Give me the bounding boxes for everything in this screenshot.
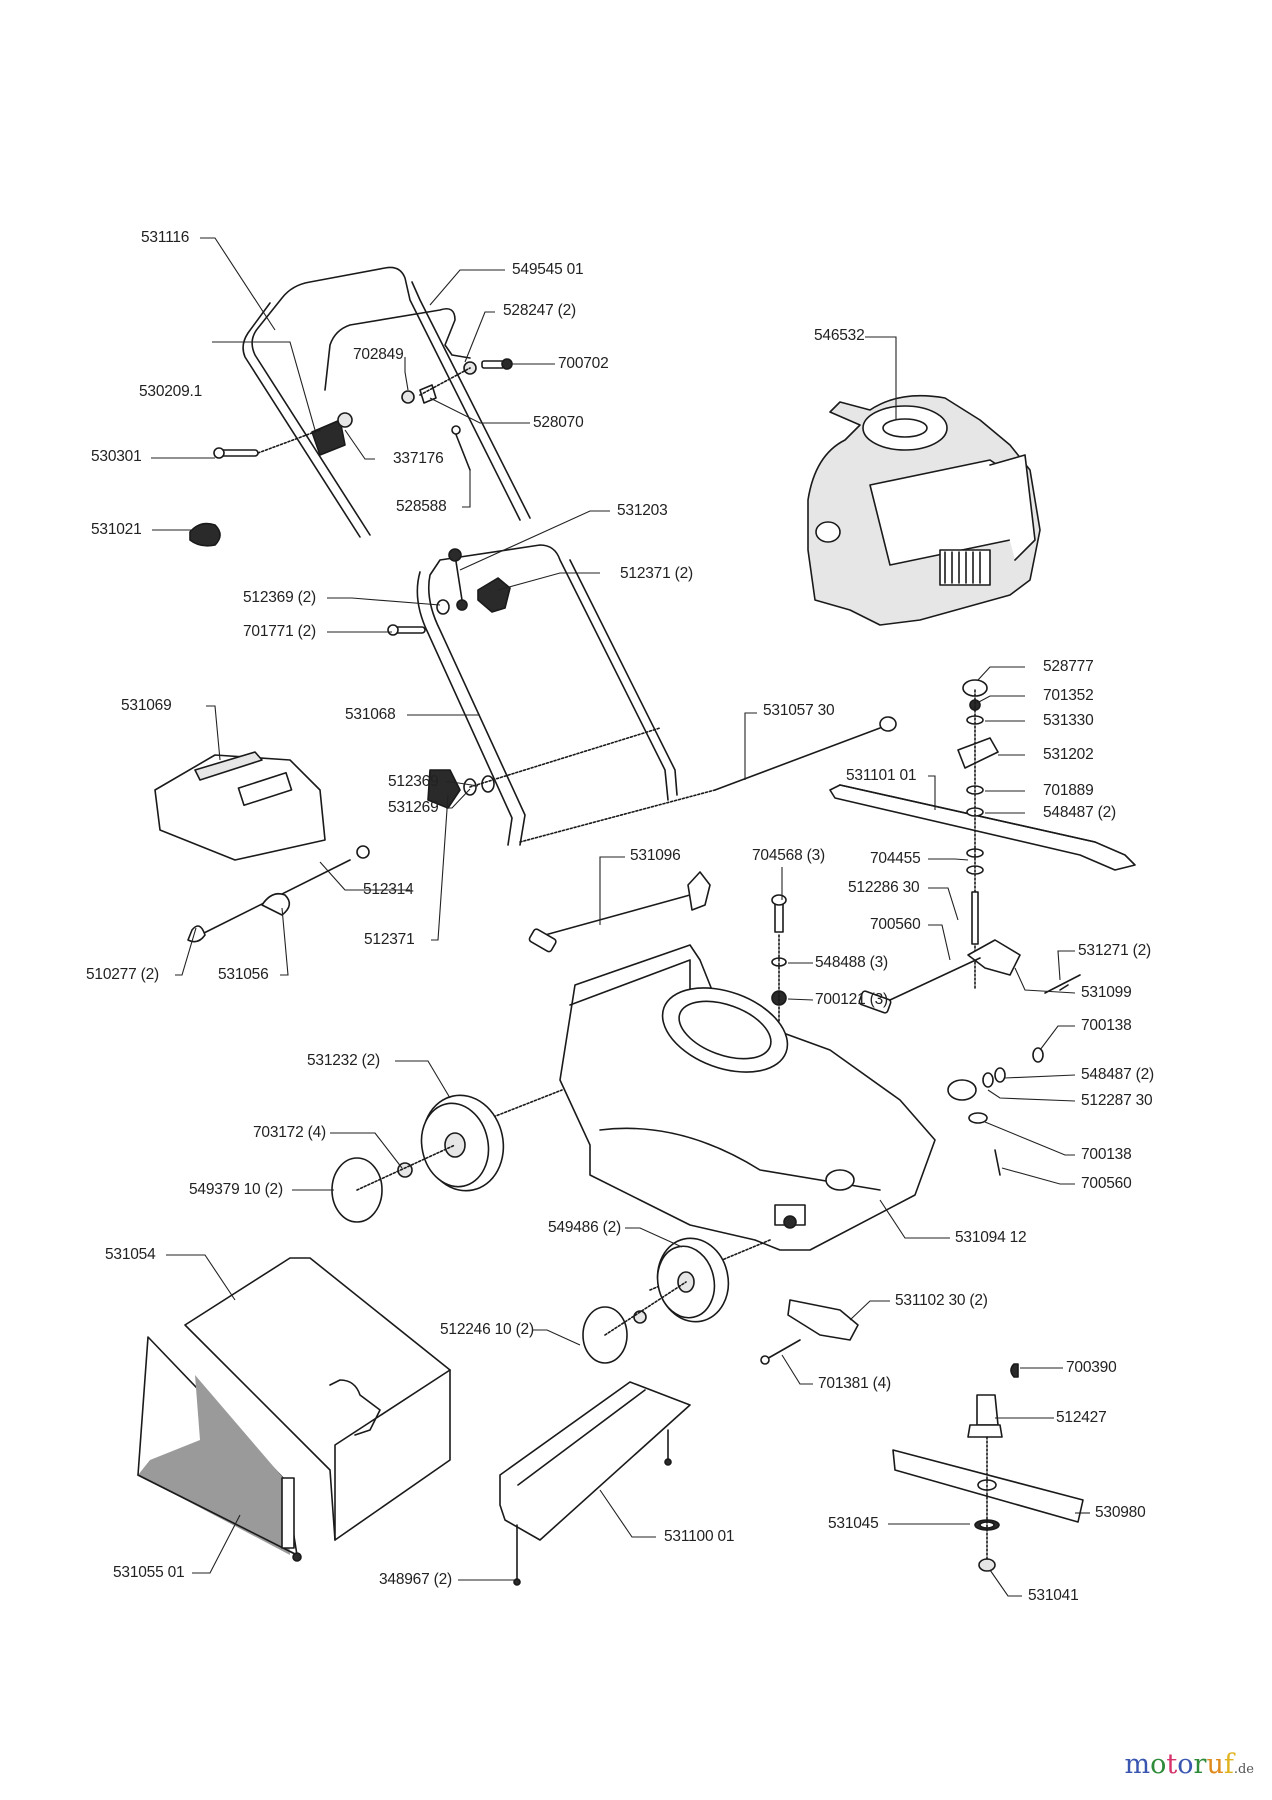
logo-letter: r [1193, 1749, 1207, 1780]
engine[interactable] [807, 394, 1041, 626]
part-label-531102[interactable]: 531102 30 (2) [895, 1292, 988, 1309]
part-label-528247[interactable]: 528247 (2) [503, 302, 576, 319]
part-label-531096[interactable]: 531096 [630, 847, 681, 864]
logo-letter: m [1124, 1749, 1151, 1780]
mower-deck[interactable] [459, 944, 936, 1291]
part-label-512287[interactable]: 512287 30 [1081, 1092, 1153, 1109]
part-label-546532[interactable]: 546532 [814, 327, 865, 344]
part-label-531054[interactable]: 531054 [105, 1246, 156, 1263]
front-wheel[interactable] [582, 1232, 736, 1364]
part-label-337176[interactable]: 337176 [393, 450, 444, 467]
part-label-549379[interactable]: 549379 10 (2) [189, 1181, 283, 1198]
part-label-530209[interactable]: 530209.1 [139, 383, 203, 400]
rear-axle-rod[interactable] [519, 716, 897, 843]
part-label-701381[interactable]: 701381 (4) [818, 1375, 891, 1392]
grass-catcher[interactable] [184, 1257, 451, 1541]
control-bar[interactable] [324, 307, 471, 391]
part-label-528070[interactable]: 528070 [533, 414, 584, 431]
part-label-701352[interactable]: 701352 [1043, 687, 1094, 704]
part-label-510277[interactable]: 510277 (2) [86, 966, 159, 983]
part-label-531116[interactable]: 531116 [141, 229, 190, 246]
part-label-531203[interactable]: 531203 [617, 502, 668, 519]
part-label-512369-2[interactable]: 512369 (2) [243, 589, 316, 606]
part-label-528588[interactable]: 528588 [396, 498, 447, 515]
part-label-700560-b[interactable]: 700560 [1081, 1175, 1132, 1192]
part-label-512371-2[interactable]: 512371 (2) [620, 565, 693, 582]
mulch-plug[interactable] [154, 751, 326, 861]
height-knob-stack[interactable] [957, 679, 999, 991]
part-label-531100[interactable]: 531100 01 [664, 1528, 735, 1545]
part-label-700138-b[interactable]: 700138 [1081, 1146, 1132, 1163]
part-label-704455[interactable]: 704455 [870, 850, 921, 867]
leader-lines [151, 237, 1090, 1597]
part-label-531057[interactable]: 531057 30 [763, 702, 835, 719]
part-label-531068[interactable]: 531068 [345, 706, 396, 723]
part-label-700138-a[interactable]: 700138 [1081, 1017, 1132, 1034]
rear-wheel[interactable] [331, 1088, 512, 1223]
motoruf-logo[interactable]: motoruf.de [1125, 1749, 1254, 1780]
logo-letter: o [1177, 1749, 1194, 1780]
part-label-531099[interactable]: 531099 [1081, 984, 1132, 1001]
part-label-512427[interactable]: 512427 [1056, 1409, 1107, 1426]
logo-letter: f [1223, 1749, 1234, 1780]
part-label-528777[interactable]: 528777 [1043, 658, 1094, 675]
part-label-512314[interactable]: 512314 [363, 881, 414, 898]
part-label-700702[interactable]: 700702 [558, 355, 609, 372]
part-label-531271[interactable]: 531271 (2) [1078, 942, 1151, 959]
handle-hardware[interactable] [189, 358, 513, 547]
part-label-548487-a[interactable]: 548487 (2) [1043, 804, 1116, 821]
part-label-549486[interactable]: 549486 (2) [548, 1219, 621, 1236]
part-label-548488[interactable]: 548488 (3) [815, 954, 888, 971]
part-label-531101[interactable]: 531101 01 [846, 767, 917, 784]
rear-deflector[interactable] [499, 1381, 691, 1586]
part-label-512286[interactable]: 512286 30 [848, 879, 920, 896]
lower-handle[interactable] [416, 544, 678, 846]
part-label-704568[interactable]: 704568 (3) [752, 847, 825, 864]
part-label-531069[interactable]: 531069 [121, 697, 172, 714]
blade-assembly[interactable] [892, 1363, 1084, 1572]
part-label-531045[interactable]: 531045 [828, 1515, 879, 1532]
part-label-702849[interactable]: 702849 [353, 346, 404, 363]
front-axle-rod[interactable] [528, 871, 711, 953]
wheel-bracket[interactable] [760, 1299, 859, 1365]
part-label-703172[interactable]: 703172 (4) [253, 1124, 326, 1141]
upper-handle[interactable] [242, 266, 531, 538]
deck-bolt-stack[interactable] [771, 894, 787, 1061]
part-label-512371[interactable]: 512371 [364, 931, 415, 948]
part-label-531094[interactable]: 531094 12 [955, 1229, 1027, 1246]
part-label-549545[interactable]: 549545 01 [512, 261, 584, 278]
part-label-512246[interactable]: 512246 10 (2) [440, 1321, 534, 1338]
part-label-531056[interactable]: 531056 [218, 966, 269, 983]
part-label-701771[interactable]: 701771 (2) [243, 623, 316, 640]
logo-letter: t [1166, 1749, 1178, 1780]
logo-letter: o [1150, 1749, 1167, 1780]
rear-axle-assembly[interactable] [858, 891, 1081, 1176]
lower-handle-hardware[interactable] [427, 727, 661, 809]
logo-tld: .de [1233, 1762, 1254, 1777]
handle-knobs[interactable] [387, 548, 511, 636]
part-label-530980[interactable]: 530980 [1095, 1504, 1146, 1521]
part-label-548487-b[interactable]: 548487 (2) [1081, 1066, 1154, 1083]
part-label-530301[interactable]: 530301 [91, 448, 142, 465]
part-label-700390[interactable]: 700390 [1066, 1359, 1117, 1376]
part-label-531269[interactable]: 531269 [388, 799, 439, 816]
part-label-700560-a[interactable]: 700560 [870, 916, 921, 933]
catcher-bag[interactable] [137, 1336, 302, 1562]
part-label-531330[interactable]: 531330 [1043, 712, 1094, 729]
part-label-531055[interactable]: 531055 01 [113, 1564, 185, 1581]
flap-rod[interactable] [187, 845, 370, 943]
part-label-531232[interactable]: 531232 (2) [307, 1052, 380, 1069]
part-label-700121[interactable]: 700121 (3) [815, 991, 888, 1008]
part-label-531041[interactable]: 531041 [1028, 1587, 1079, 1604]
part-label-512369[interactable]: 512369 [388, 773, 439, 790]
part-label-531202[interactable]: 531202 [1043, 746, 1094, 763]
logo-letter: u [1206, 1749, 1224, 1780]
part-label-531021[interactable]: 531021 [91, 521, 142, 538]
part-label-701889[interactable]: 701889 [1043, 782, 1094, 799]
part-label-348967[interactable]: 348967 (2) [379, 1571, 452, 1588]
